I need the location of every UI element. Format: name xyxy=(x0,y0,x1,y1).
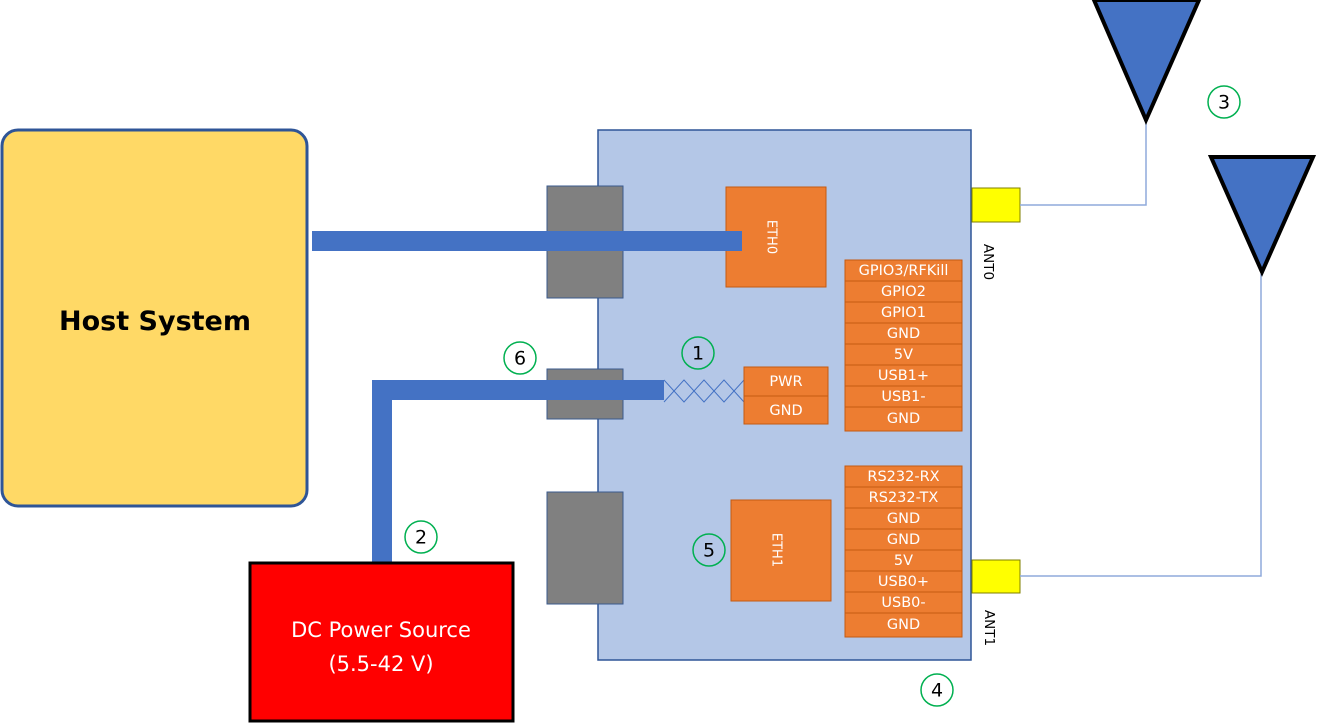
eth1-port xyxy=(730,499,832,602)
dc-power-source-label: DC Power Source xyxy=(291,618,471,642)
callout-6-label: 6 xyxy=(514,348,526,370)
header-bottom-pin-label: GND xyxy=(887,617,920,633)
header-top-pin-label: GPIO1 xyxy=(881,305,926,321)
header-bottom-pin-label: RS232-RX xyxy=(867,469,939,485)
host-system-label: Host System xyxy=(59,306,251,337)
header-bottom-pin-label: GND xyxy=(887,511,920,527)
twisted-wires xyxy=(663,379,745,403)
gnd-label: GND xyxy=(769,403,802,419)
header-bottom-pin-label: RS232-TX xyxy=(869,490,939,506)
header-bottom-pin-label: 5V xyxy=(894,553,913,569)
host-system-box xyxy=(0,128,309,508)
antenna-0-icon xyxy=(1091,0,1202,125)
dc-power-voltage-label: (5.5-42 V) xyxy=(328,652,433,676)
callout-5: 5 xyxy=(692,533,726,567)
ant0-sma-connector xyxy=(971,187,1021,223)
callout-1: 1 xyxy=(681,336,715,370)
header-top-pin-label: GPIO3/RFKill xyxy=(859,263,949,279)
power-cable xyxy=(372,380,664,565)
ant1-label: ANT1 xyxy=(981,610,997,646)
eth0-label: ETH0 xyxy=(764,220,779,254)
header-bottom-pin xyxy=(844,612,963,638)
callout-6: 6 xyxy=(503,341,537,375)
ant1-sma-connector xyxy=(971,559,1021,594)
header-top-pin-label: GND xyxy=(887,411,920,427)
header-bottom-pin-label: USB0+ xyxy=(878,574,929,590)
eth0-port xyxy=(725,186,827,288)
callout-3-label: 3 xyxy=(1218,92,1230,114)
callout-4: 4 xyxy=(920,673,954,707)
gnd-terminal xyxy=(743,395,829,425)
pwr-terminal xyxy=(743,366,829,397)
header-top-pin-label: 5V xyxy=(894,347,913,363)
callout-4-label: 4 xyxy=(931,680,943,702)
eth1-connector xyxy=(546,491,624,605)
header-bottom: RS232-RX RS232-TX GND GND 5V USB0+ USB0-… xyxy=(844,465,963,638)
callout-3: 3 xyxy=(1207,85,1241,119)
antenna-1-icon xyxy=(1207,155,1317,277)
pwr-label: PWR xyxy=(769,374,802,390)
ant0-label: ANT0 xyxy=(980,244,996,280)
ant0-wire xyxy=(1020,122,1147,206)
header-top-pin-label: GND xyxy=(887,326,920,342)
header-bottom-pin-label: GND xyxy=(887,532,920,548)
callout-2-label: 2 xyxy=(415,527,427,549)
dc-power-source-box xyxy=(248,561,515,723)
header-top-pin xyxy=(844,406,963,432)
header-top: GPIO3/RFKill GPIO2 GPIO1 GND 5V USB1+ US… xyxy=(844,259,963,432)
header-bottom-pin-label: USB0- xyxy=(881,595,925,611)
callout-2: 2 xyxy=(404,520,438,554)
callout-1-label: 1 xyxy=(692,343,704,365)
ant1-wire xyxy=(1020,274,1262,577)
header-top-pin-label: USB1+ xyxy=(878,368,929,384)
ethernet-cable xyxy=(312,231,742,251)
callout-5-label: 5 xyxy=(703,540,715,562)
header-top-pin-label: GPIO2 xyxy=(881,284,926,300)
header-top-pin-label: USB1- xyxy=(881,389,925,405)
eth1-label: ETH1 xyxy=(769,533,784,567)
